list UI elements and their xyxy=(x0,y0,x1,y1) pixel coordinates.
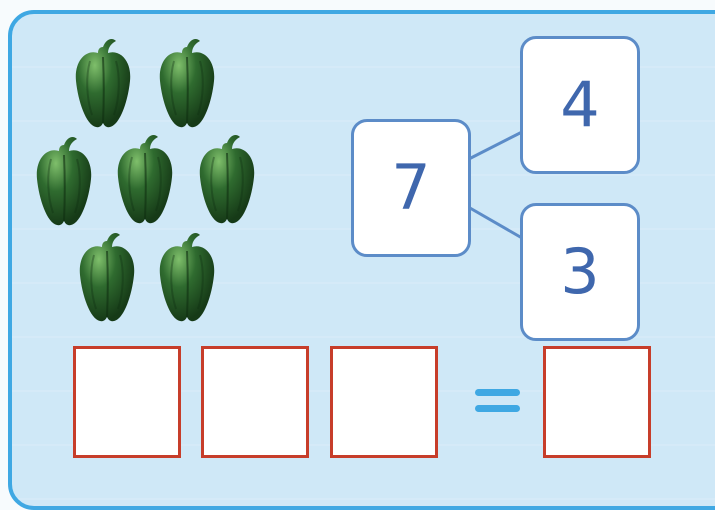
answer-box-2[interactable] xyxy=(201,346,309,458)
green-bell-pepper-icon xyxy=(36,137,92,226)
pepper-group xyxy=(36,39,330,339)
exercise-panel: 7 4 3 xyxy=(8,10,715,510)
green-bell-pepper-icon xyxy=(79,233,135,322)
number-bond-part-bottom: 3 xyxy=(520,203,640,341)
green-bell-pepper-icon xyxy=(75,39,131,128)
answer-box-1[interactable] xyxy=(73,346,181,458)
number-bond-whole: 7 xyxy=(351,119,471,257)
green-bell-pepper-icon xyxy=(199,135,255,224)
answer-box-result[interactable] xyxy=(543,346,651,458)
equals-bottom-bar xyxy=(475,405,520,412)
equals-top-bar xyxy=(475,389,520,396)
equals-sign xyxy=(475,389,520,417)
number-bond-part-top: 4 xyxy=(520,36,640,174)
answer-box-3[interactable] xyxy=(330,346,438,458)
green-bell-pepper-icon xyxy=(117,135,173,224)
green-bell-pepper-icon xyxy=(159,39,215,128)
green-bell-pepper-icon xyxy=(159,233,215,322)
